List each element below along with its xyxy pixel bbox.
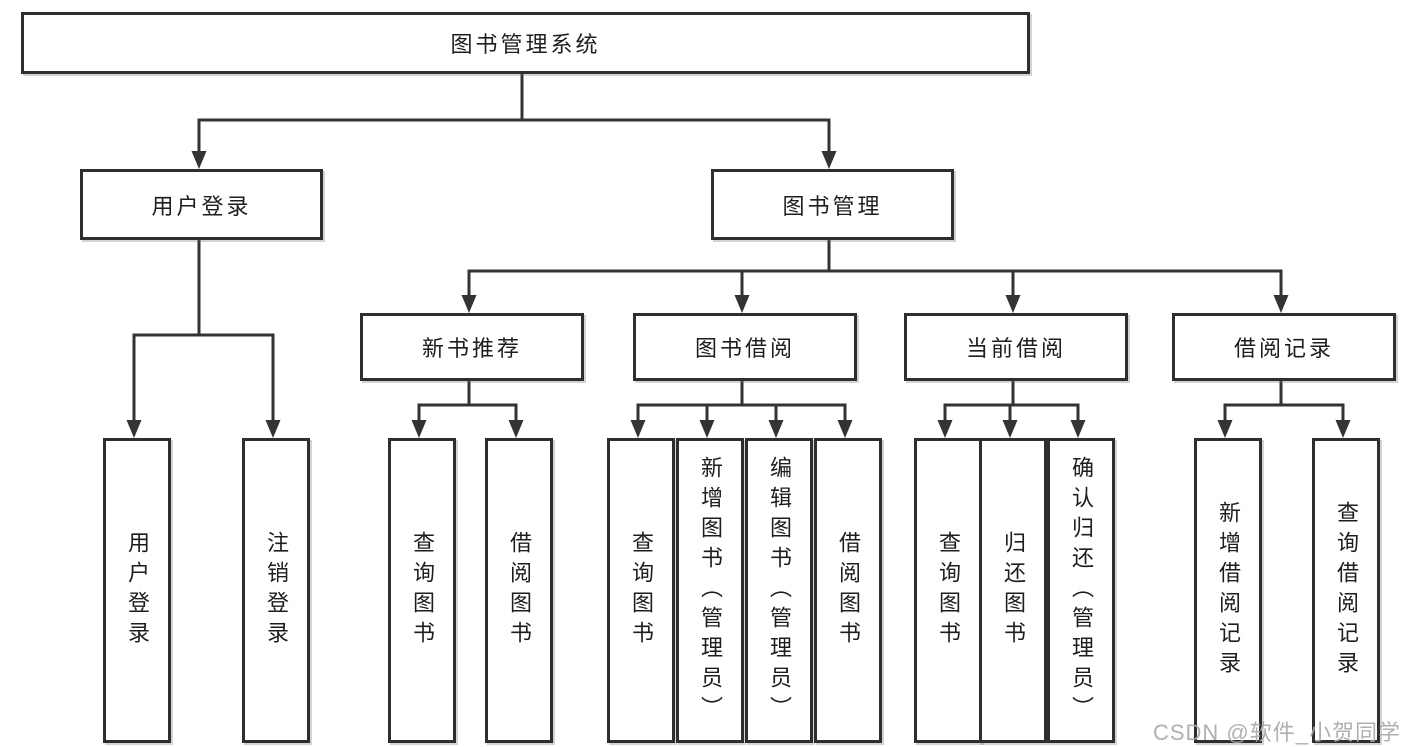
leaf-edit-books-admin-label: 编辑图书（管理员） bbox=[767, 455, 792, 726]
leaf-add-borrow-record: 新增借阅记录 bbox=[1194, 438, 1262, 743]
leaf-add-books-admin: 新增图书（管理员） bbox=[676, 438, 744, 743]
leaf-query-books-recommend: 查询图书 bbox=[388, 438, 456, 743]
leaf-query-books-borrowing: 查询图书 bbox=[607, 438, 675, 743]
leaf-add-books-admin-label: 新增图书（管理员） bbox=[698, 455, 723, 726]
leaf-borrow-books: 借阅图书 bbox=[814, 438, 882, 743]
leaf-return-books: 归还图书 bbox=[979, 438, 1047, 743]
leaf-query-books-borrowing-label: 查询图书 bbox=[629, 530, 654, 651]
leaf-query-borrow-record-label: 查询借阅记录 bbox=[1334, 500, 1359, 681]
leaf-confirm-return-admin: 确认归还（管理员） bbox=[1047, 438, 1115, 743]
node-book-management: 图书管理 bbox=[711, 169, 954, 240]
leaf-query-books-current: 查询图书 bbox=[914, 438, 982, 743]
leaf-confirm-return-admin-label: 确认归还（管理员） bbox=[1069, 455, 1094, 726]
leaf-logout-label: 注销登录 bbox=[264, 530, 289, 651]
leaf-borrow-books-label: 借阅图书 bbox=[836, 530, 861, 651]
node-current-borrowing: 当前借阅 bbox=[904, 313, 1128, 381]
node-borrowing-records: 借阅记录 bbox=[1172, 313, 1396, 381]
node-library-management-system: 图书管理系统 bbox=[21, 12, 1030, 74]
leaf-query-books-current-label: 查询图书 bbox=[936, 530, 961, 651]
node-book-borrowing: 图书借阅 bbox=[633, 313, 857, 381]
node-user-login: 用户登录 bbox=[80, 169, 323, 240]
leaf-edit-books-admin: 编辑图书（管理员） bbox=[745, 438, 813, 743]
leaf-borrow-books-recommend-label: 借阅图书 bbox=[507, 530, 532, 651]
leaf-user-login: 用户登录 bbox=[103, 438, 171, 743]
leaf-query-borrow-record: 查询借阅记录 bbox=[1312, 438, 1380, 743]
leaf-borrow-books-recommend: 借阅图书 bbox=[485, 438, 553, 743]
leaf-return-books-label: 归还图书 bbox=[1001, 530, 1026, 651]
node-new-book-recommend: 新书推荐 bbox=[360, 313, 584, 381]
leaf-logout: 注销登录 bbox=[242, 438, 310, 743]
csdn-watermark: CSDN @软件_小贺同学 bbox=[1152, 720, 1401, 745]
leaf-add-borrow-record-label: 新增借阅记录 bbox=[1216, 500, 1241, 681]
leaf-user-login-label: 用户登录 bbox=[125, 530, 150, 651]
leaf-query-books-recommend-label: 查询图书 bbox=[410, 530, 435, 651]
